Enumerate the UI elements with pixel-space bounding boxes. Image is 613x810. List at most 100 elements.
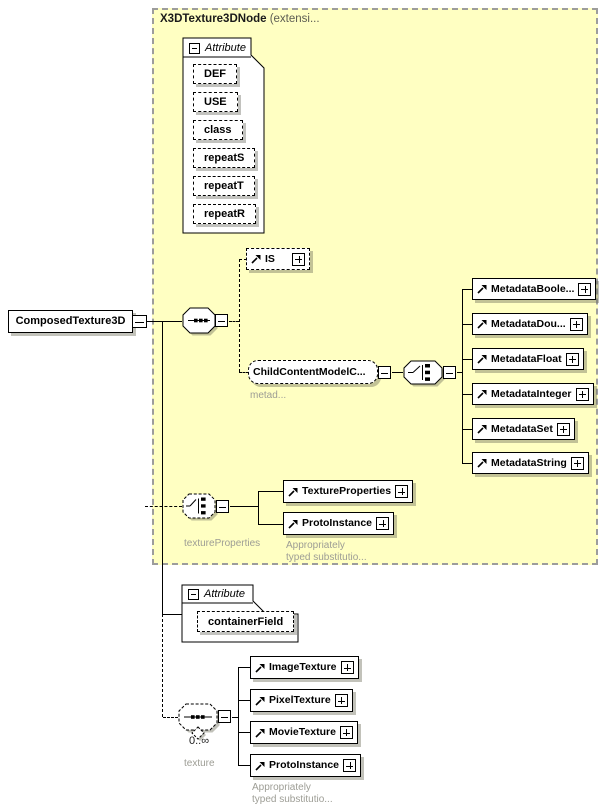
expand-button[interactable] (376, 517, 390, 530)
expand-button[interactable] (334, 694, 348, 707)
attribute-class[interactable]: class (193, 120, 243, 140)
element-childcontentmodel[interactable]: ChildContentModelC... (248, 360, 378, 384)
collapse-icon[interactable] (188, 588, 199, 600)
element-metadatafloat[interactable]: MetadataFloat (472, 348, 584, 370)
connector (229, 321, 239, 322)
connector (147, 321, 182, 322)
expand-button[interactable] (340, 661, 354, 674)
expand-button[interactable] (343, 759, 357, 772)
attribute-label: containerField (208, 615, 284, 628)
attribute-group-top-header[interactable]: Attribute (189, 42, 246, 54)
extension-panel-title: X3DTexture3DNode (extensi... (160, 13, 320, 25)
connector (239, 372, 249, 373)
element-label: ProtoInstance (302, 517, 373, 530)
extension-type-suffix: (extensi... (266, 13, 320, 25)
element-label: PixelTexture (269, 694, 331, 707)
connector (462, 289, 472, 290)
connector (462, 429, 472, 430)
note-line: Appropriately (252, 782, 311, 793)
reference-arrow-icon (477, 355, 487, 364)
reference-arrow-icon (477, 285, 487, 294)
element-is[interactable]: IS (246, 248, 310, 270)
element-movietexture[interactable]: MovieTexture (250, 721, 358, 744)
reference-arrow-icon (288, 487, 298, 497)
expand-button[interactable] (565, 352, 579, 366)
connector (232, 717, 238, 718)
attribute-def[interactable]: DEF (193, 64, 237, 84)
attribute-containerfield[interactable]: containerField (197, 611, 295, 632)
attribute-repeats[interactable]: repeatS (193, 148, 256, 168)
collapse-button[interactable] (132, 315, 147, 328)
reference-arrow-icon (477, 459, 487, 468)
connector (162, 614, 183, 615)
element-pixeltexture[interactable]: PixelTexture (250, 689, 353, 712)
element-label: MetadataString (491, 456, 567, 469)
collapse-button[interactable] (378, 366, 391, 379)
expand-button[interactable] (395, 485, 409, 498)
element-label: MetadataInteger (491, 387, 572, 400)
element-metadataset[interactable]: MetadataSet (472, 418, 575, 440)
element-metadatainteger[interactable]: MetadataInteger (472, 383, 594, 405)
connector (238, 667, 239, 765)
attribute-repeatt[interactable]: repeatT (193, 176, 255, 196)
element-label: MetadataSet (491, 422, 553, 435)
collapse-button[interactable] (218, 710, 231, 723)
element-label: TextureProperties (302, 485, 392, 498)
substitution-note: Appropriately typed substitutio... (252, 782, 333, 806)
element-protoinstance-tp[interactable]: ProtoInstance (283, 512, 395, 535)
connector (457, 372, 463, 373)
connector (392, 372, 403, 373)
collapse-button[interactable] (216, 500, 229, 513)
substitution-note: Appropriately typed substitutio... (286, 540, 367, 564)
connector (462, 359, 472, 360)
element-label: MovieTexture (269, 726, 336, 739)
attribute-group-bottom-header[interactable]: Attribute (188, 588, 245, 600)
expand-button[interactable] (339, 726, 353, 739)
element-textureproperties[interactable]: TextureProperties (283, 480, 414, 503)
reference-arrow-icon (255, 663, 265, 673)
reference-arrow-icon (255, 728, 265, 738)
element-metadataboolean[interactable]: MetadataBoole... (472, 278, 597, 300)
attribute-use[interactable]: USE (193, 92, 238, 112)
collapse-button[interactable] (215, 314, 228, 327)
expand-button[interactable] (556, 422, 570, 436)
element-label: ImageTexture (269, 661, 337, 674)
expand-button[interactable] (578, 282, 592, 296)
annotation-textureproperties: textureProperties (184, 538, 261, 549)
expand-button[interactable] (575, 387, 589, 401)
connector (145, 506, 182, 507)
connector (163, 717, 178, 718)
reference-arrow-icon (288, 519, 298, 529)
collapse-button[interactable] (443, 366, 456, 379)
sequence-icon (182, 307, 220, 338)
element-label: ComposedTexture3D (15, 315, 126, 327)
element-label: MetadataFloat (491, 352, 562, 365)
note-line: Appropriately (286, 540, 345, 551)
collapse-icon[interactable] (189, 42, 200, 54)
connector (238, 667, 250, 668)
connector (239, 259, 247, 260)
element-metadatastring[interactable]: MetadataString (472, 452, 589, 474)
element-label: ChildContentModelC... (253, 365, 366, 378)
expand-button[interactable] (292, 252, 305, 266)
expand-button[interactable] (569, 317, 583, 331)
extension-type-name: X3DTexture3DNode (160, 13, 267, 25)
element-metadatadouble[interactable]: MetadataDou... (472, 313, 588, 335)
element-label: ProtoInstance (269, 759, 340, 772)
connector (239, 259, 240, 372)
attribute-repeatr[interactable]: repeatR (193, 204, 256, 224)
choice-icon-textureproperties (182, 493, 220, 523)
connector (238, 700, 250, 701)
element-composedtexture3d[interactable]: ComposedTexture3D (8, 310, 133, 333)
element-protoinstance-texture[interactable]: ProtoInstance (250, 754, 362, 777)
note-line: typed substitutio... (252, 794, 333, 805)
attribute-label: repeatR (204, 208, 245, 220)
element-imagetexture[interactable]: ImageTexture (250, 656, 359, 679)
attribute-label: repeatT (204, 180, 244, 192)
note-line: typed substitutio... (286, 552, 367, 563)
connector (258, 491, 259, 524)
reference-arrow-icon (255, 696, 265, 706)
choice-icon (403, 360, 447, 389)
expand-button[interactable] (570, 456, 584, 470)
